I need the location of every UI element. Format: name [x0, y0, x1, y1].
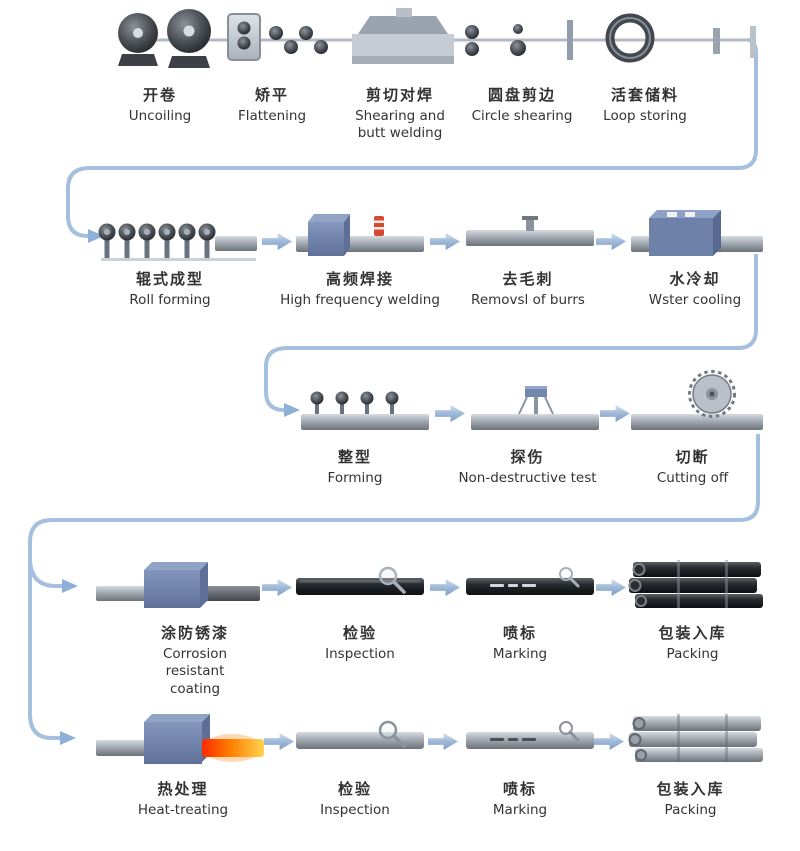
step-en: Marking [492, 802, 548, 818]
step-en: Heat-treating [137, 802, 229, 818]
step-label-marking: 喷标 Marking [455, 622, 585, 663]
step-en: Circle shearing [471, 108, 573, 124]
step-zh: 水冷却 [669, 270, 721, 288]
step-zh: 整型 [337, 448, 372, 466]
step-label-uncoiling: 开卷 Uncoiling [110, 84, 210, 125]
step-en: Wster cooling [648, 292, 742, 308]
step-en: Uncoiling [128, 108, 192, 124]
marking-sprayer-icon [466, 721, 594, 749]
step-zh: 开卷 [142, 86, 177, 104]
flow-arrow-right-icon [596, 233, 626, 250]
step-label-inspection: 检验 Inspection [285, 778, 425, 819]
step-label-packing: 包装入库 Packing [623, 778, 758, 819]
flow-arrow-right-icon [262, 579, 292, 596]
step-zh: 切断 [675, 448, 710, 466]
water-cooling-icon [631, 210, 763, 256]
step-label-loop-storing: 活套储料 Loop storing [585, 84, 705, 125]
ndt-probe-icon [471, 386, 599, 430]
connector-arrowhead-icon [60, 731, 76, 745]
step-en: Forming [327, 470, 383, 486]
induction-coil-icon [374, 216, 384, 236]
step-zh: 探伤 [510, 448, 545, 466]
inspection-magnifier-icon [296, 720, 424, 749]
step-en: High frequency welding [280, 292, 440, 308]
flattener-icon [227, 13, 328, 61]
line1-illustration [118, 8, 756, 68]
packing-bundle-icon [628, 714, 763, 762]
heat-treating-icon [96, 714, 264, 764]
step-zh: 检验 [337, 780, 372, 798]
step-zh: 涂防锈漆 [160, 624, 229, 642]
step-zh: 包装入库 [658, 624, 727, 642]
step-zh: 矫平 [254, 86, 289, 104]
step-zh: 喷标 [502, 780, 537, 798]
flow-arrow-right-icon [262, 233, 292, 250]
step-en: Corrosion resistant coating [162, 646, 228, 697]
step-zh: 圆盘剪边 [487, 86, 556, 104]
step-label-shearing-butt-welding: 剪切对焊 Shearing and butt welding [348, 84, 452, 143]
step-label-marking: 喷标 Marking [455, 778, 585, 819]
step-label-packing: 包装入库 Packing [625, 622, 760, 663]
step-en: Packing [664, 802, 717, 818]
step-zh: 包装入库 [656, 780, 725, 798]
flow-arrow-right-icon [428, 733, 458, 750]
packing-bundle-icon [628, 560, 763, 608]
step-en: Loop storing [603, 108, 687, 124]
step-en: Shearing and butt welding [355, 108, 445, 142]
flow-arrow-right-icon [596, 579, 626, 596]
step-en: Flattening [237, 108, 307, 124]
step-label-inspection: 检验 Inspection [290, 622, 430, 663]
step-label-roll-forming: 辊式成型 Roll forming [95, 268, 245, 309]
loop-storage-icon [605, 13, 756, 63]
flow-arrow-right-icon [435, 405, 465, 422]
flow-arrow-right-icon [594, 733, 624, 750]
step-label-forming: 整型 Forming [295, 446, 415, 487]
marking-sprayer-icon [466, 567, 594, 595]
flow-arrow-right-icon [430, 579, 460, 596]
step-zh: 热处理 [157, 780, 209, 798]
connector-arrowhead-icon [62, 579, 78, 593]
step-label-ndt: 探伤 Non-destructive test [440, 446, 615, 487]
step-label-removal-of-burrs: 去毛刺 Removsl of burrs [453, 268, 603, 309]
saw-cutting-icon [631, 370, 763, 430]
roll-forming-icon [98, 223, 257, 261]
step-en: Packing [666, 646, 719, 662]
step-label-heat-treating: 热处理 Heat-treating [108, 778, 258, 819]
step-en: Cutting off [656, 470, 729, 486]
step-en: Inspection [320, 802, 390, 818]
step-en: Non-destructive test [458, 470, 597, 486]
step-label-hf-welding: 高频焊接 High frequency welding [275, 268, 445, 309]
step-label-water-cooling: 水冷却 Wster cooling [620, 268, 770, 309]
hf-welding-icon [296, 214, 424, 256]
sizing-rollers-icon [301, 391, 429, 430]
step-label-circle-shearing: 圆盘剪边 Circle shearing [462, 84, 582, 125]
uncoiler-icon [118, 9, 211, 68]
circle-shear-icon [465, 20, 573, 60]
deburring-icon [466, 216, 594, 246]
flow-arrow-right-icon [430, 233, 460, 250]
shear-butt-welder-icon [352, 8, 454, 64]
connector-branch-to-line4 [28, 559, 62, 588]
step-label-flattening: 矫平 Flattening [222, 84, 322, 125]
step-en: Roll forming [129, 292, 211, 308]
step-zh: 活套储料 [610, 86, 679, 104]
step-zh: 去毛刺 [502, 270, 554, 288]
step-zh: 高频焊接 [325, 270, 394, 288]
coating-box-icon [96, 562, 260, 608]
step-zh: 喷标 [502, 624, 537, 642]
step-zh: 剪切对焊 [365, 86, 434, 104]
step-zh: 检验 [342, 624, 377, 642]
step-en: Inspection [325, 646, 395, 662]
step-en: Marking [492, 646, 548, 662]
step-label-cutting-off: 切断 Cutting off [625, 446, 760, 487]
flow-arrow-right-icon [600, 405, 630, 422]
step-en: Removsl of burrs [471, 292, 585, 308]
inspection-magnifier-icon [296, 566, 424, 595]
step-zh: 辊式成型 [135, 270, 204, 288]
step-label-corrosion-coating: 涂防锈漆 Corrosion resistant coating [139, 622, 251, 698]
